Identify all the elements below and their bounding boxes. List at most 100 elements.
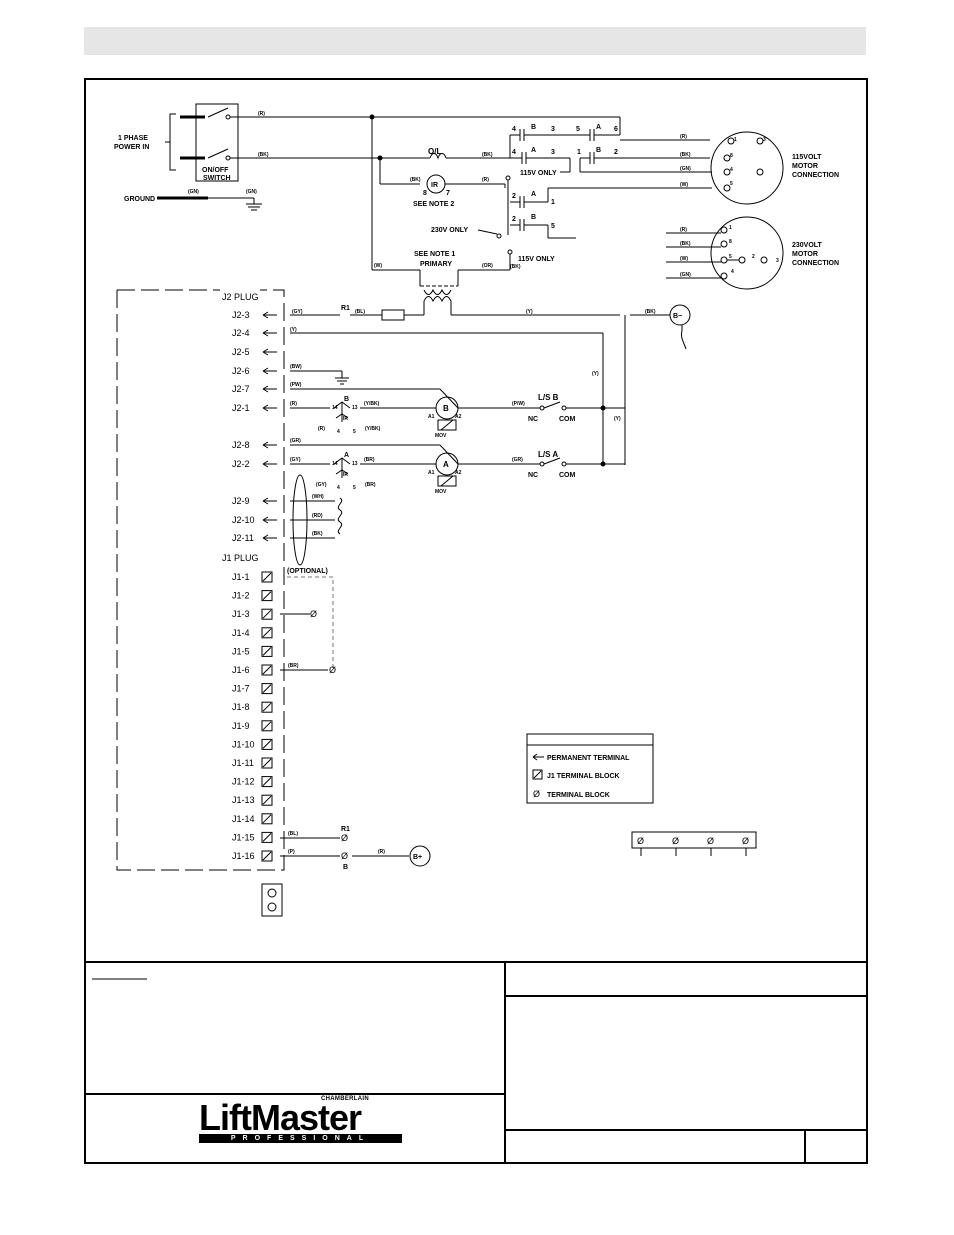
svg-text:Ø: Ø: [672, 836, 679, 846]
svg-text:(RD): (RD): [312, 513, 323, 519]
j1-terminal-slash: [262, 795, 272, 805]
liftmaster-logo: CHAMBERLAIN LiftMaster PROFESSIONAL: [199, 1096, 409, 1146]
legend-terminal-block: TERMINAL BLOCK: [547, 792, 610, 799]
svg-text:B−: B−: [673, 313, 682, 320]
svg-text:14: 14: [332, 405, 338, 411]
j2-pin-label: J2-2: [232, 459, 250, 469]
svg-text:1: 1: [729, 225, 732, 231]
j1-terminal-slash: [262, 702, 272, 712]
svg-text:A: A: [344, 452, 349, 459]
svg-text:B+: B+: [413, 854, 422, 861]
svg-text:3: 3: [551, 149, 555, 156]
header-bar: [84, 27, 866, 55]
svg-text:B: B: [531, 214, 536, 221]
svg-text:B: B: [443, 404, 449, 413]
switch-label-2: SWITCH: [203, 175, 231, 182]
svg-text:(BK): (BK): [482, 152, 493, 158]
j1-terminal-icon: [261, 831, 273, 843]
b-plus-terminal: [409, 845, 431, 867]
j1-plug-label: J1 PLUG: [222, 553, 259, 563]
j1-terminal-icon: [261, 645, 273, 657]
svg-text:(GN): (GN): [680, 166, 691, 172]
motor-115v-connector: [710, 131, 784, 205]
j2-pin-label: J2-5: [232, 347, 250, 357]
j1-pin-label: J1-11: [232, 758, 254, 768]
j1-terminal-icon: [261, 627, 273, 639]
ls-a-label: L/S A: [538, 450, 558, 459]
svg-text:(Y): (Y): [290, 327, 297, 333]
indicator-block: [261, 883, 283, 917]
svg-text:4: 4: [337, 485, 340, 491]
svg-text:13: 13: [352, 461, 358, 467]
j1-terminal-icon: [261, 813, 273, 825]
svg-text:(R): (R): [680, 134, 687, 140]
svg-text:13: 13: [352, 405, 358, 411]
svg-text:R1: R1: [341, 305, 350, 312]
motor-230-label-3: CONNECTION: [792, 260, 839, 267]
svg-text:3: 3: [763, 137, 766, 143]
svg-text:5: 5: [730, 181, 733, 187]
phase-label-2: POWER IN: [114, 144, 149, 151]
svg-text:(GY): (GY): [292, 309, 303, 315]
motor-115-label-2: MOTOR: [792, 163, 818, 170]
j2-pin-label: J2-11: [232, 533, 254, 543]
j1-terminal-slash: [262, 628, 272, 638]
svg-text:2: 2: [752, 254, 755, 260]
svg-text:IR: IR: [343, 416, 348, 422]
115v-only-label-2: 115V ONLY: [518, 256, 555, 263]
svg-text:(GN): (GN): [188, 189, 199, 195]
switch-label-1: ON/OFF: [202, 167, 229, 174]
j1-terminal-icon: [261, 701, 273, 713]
svg-text:1: 1: [734, 137, 737, 143]
on-off-switch: [195, 103, 239, 182]
svg-text:(BK): (BK): [410, 177, 421, 183]
j1-terminal-slash: [262, 684, 272, 693]
svg-text:(GN): (GN): [246, 189, 257, 195]
j1-pin-label: J1-2: [232, 591, 250, 601]
svg-text:(Y/BK): (Y/BK): [364, 401, 380, 407]
diagram-frame: [84, 78, 868, 1164]
svg-text:5: 5: [576, 126, 580, 133]
j1-terminal-icon: [261, 757, 273, 769]
svg-text:(Y/BK): (Y/BK): [365, 426, 381, 432]
terminal-strip: [631, 831, 757, 849]
permanent-terminal-icon: [262, 385, 277, 393]
svg-text:COM: COM: [559, 416, 576, 423]
svg-text:(BK): (BK): [258, 152, 269, 158]
svg-text:(GY): (GY): [316, 482, 327, 488]
j1-terminal-icon: [261, 776, 273, 788]
svg-text:A: A: [531, 191, 536, 198]
j1-terminal-icon: [261, 683, 273, 695]
j1-pin-label: J1-1: [232, 572, 250, 582]
svg-text:A2: A2: [455, 470, 462, 476]
svg-text:(WH): (WH): [312, 494, 324, 500]
permanent-terminal-icon: [262, 534, 277, 542]
svg-text:(BR): (BR): [288, 663, 299, 669]
overload-label: O/L: [428, 147, 441, 156]
svg-text:Ø: Ø: [637, 836, 644, 846]
svg-text:4: 4: [512, 149, 516, 156]
j1-terminal-icon: [261, 571, 273, 583]
phase-label-1: 1 PHASE: [118, 135, 148, 142]
115v-only-label-1: 115V ONLY: [520, 170, 557, 177]
j2-pin-label: J2-3: [232, 310, 250, 320]
svg-text:5: 5: [729, 254, 732, 260]
j2-pin-label: J2-7: [232, 384, 250, 394]
professional-text: PROFESSIONAL: [199, 1134, 402, 1143]
motor-230-label-2: MOTOR: [792, 251, 818, 258]
b-minus-terminal: [669, 304, 691, 326]
motor-230-label-1: 230VOLT: [792, 242, 823, 249]
svg-text:B: B: [531, 124, 536, 131]
j1-terminal-slash: [262, 758, 272, 768]
j2-plug-label: J2 PLUG: [222, 292, 259, 302]
svg-text:Ø: Ø: [341, 833, 348, 843]
svg-text:(PW): (PW): [290, 382, 302, 388]
j2-pin-label: J2-8: [232, 440, 250, 450]
svg-text:2: 2: [512, 216, 516, 223]
svg-text:A: A: [596, 124, 601, 131]
j1-terminal-slash: [262, 665, 272, 675]
j2-pin-label: J2-4: [232, 328, 250, 338]
chamberlain-text: CHAMBERLAIN: [321, 1096, 369, 1102]
svg-text:A1: A1: [428, 414, 435, 420]
